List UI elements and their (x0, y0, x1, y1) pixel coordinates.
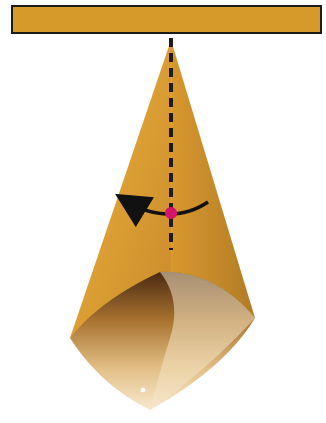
pivot-point (165, 207, 177, 219)
small-hole (141, 388, 146, 393)
